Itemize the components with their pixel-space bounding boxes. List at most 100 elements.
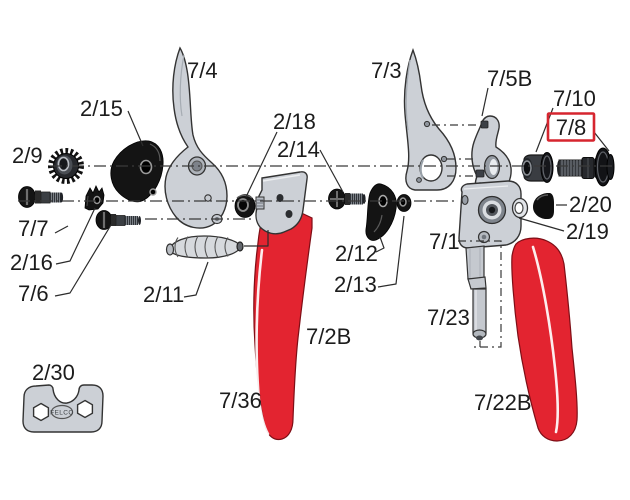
part-2-16-pawl [84,185,105,211]
part-label-2-20: 2/20 [569,192,612,217]
body-7-1-stud-bore [481,234,487,240]
pin-upper-cylinder [465,245,485,280]
bolt-2-14-tip [362,194,366,204]
part-2-18-nut [234,194,256,218]
bolt-2-14-thread-zone [350,193,363,205]
cam-2-12-body [365,183,397,241]
bolt-7-8-threads [561,160,581,176]
part-label-7-23: 7/23 [427,305,470,330]
leader-2-18 [245,131,278,198]
part-2-13-washer [396,194,412,212]
leader-2-12 [375,236,385,253]
handle-7-36-highlight [255,248,270,436]
cutting-blade-hole-shade [419,159,424,179]
part-7-36-handle [253,209,313,441]
part-7-4-counter-blade [164,46,228,229]
counter-blade-hole-upper [204,194,212,202]
part-label-2-15: 2/15 [80,96,123,121]
cutting-blade-body [403,48,457,191]
leader-7-5b [481,87,489,117]
handle-7-22b-highlight [531,245,560,434]
part-label-7-36: 7/36 [219,388,262,413]
pin-collar [467,276,487,290]
handle-head-boss-threads [257,199,263,207]
washer-2-13-bore [399,197,407,207]
part-label-7-10: 7/10 [553,86,596,111]
cutting-blade-hole-right [440,155,448,163]
pin-alignment-box [458,240,502,348]
part-2-30-wrench: FELCO [22,384,104,433]
spring-coils [174,235,229,259]
part-label-2-14: 2/14 [277,137,320,162]
pin-tip [476,335,483,341]
part-7-6-bolt [95,210,141,230]
part-7-3-cutting-blade [403,48,457,191]
cam-plate-small-hole [149,188,157,196]
part-label-2-19: 2/19 [566,219,609,244]
wrench-brand-oval [50,404,74,420]
leader-lines [54,87,610,298]
head-7-5b-slot-upper [480,120,489,129]
cutting-blade-hole-top [423,120,431,128]
wrench-hex-hole-left [32,402,50,422]
bushing-flange-rim [542,155,552,180]
leader-7-7 [54,225,69,234]
part-7-22b-handle [511,237,578,442]
leader-2-16 [55,207,96,265]
leader-2-11 [183,261,209,298]
spring-right-tip [236,241,244,252]
part-2-20-cap [533,193,554,219]
part-label-7-3: 7/3 [371,58,402,83]
cutting-blade-hole-bottom [416,177,422,183]
pawl-hole [93,195,101,205]
part-label-7-4: 7/4 [187,58,218,83]
part-7-36-handle-head [255,171,308,235]
leader-2-13 [377,215,405,288]
handle-head-hole-lower [285,210,293,218]
bushing-bore [522,160,532,176]
cam-plate-hole [139,159,153,175]
pin-cylinder-shade [469,247,481,278]
part-label-2-16: 2/16 [10,250,53,275]
body-7-1-top-shine [463,185,509,190]
part-2-11-spring [165,235,244,259]
bolt-2-14-slot [330,191,344,207]
part-label-7-7: 7/7 [18,216,49,241]
part-7-23-pin [465,245,487,341]
cap-2-20-highlight [536,194,549,201]
part-2-15-cam-plate [110,140,164,203]
part-2-12-cam [365,183,397,241]
part-2-19-washer [511,197,529,219]
leader-2-14 [319,149,344,193]
part-label-7-5b: 7/5B [487,66,532,91]
washer-2-19-bore [514,201,524,215]
handle-7-36-grip [253,209,313,441]
bolt-7-7-tip [59,192,64,203]
handle-head-body [255,171,308,235]
spring-left-tip [165,243,175,256]
wrench-brand-stamp: FELCO [50,410,74,417]
part-label-7-6: 7/6 [18,281,49,306]
leader-7-10 [535,107,554,153]
handle-head-hole-upper [276,194,284,202]
bolt-7-6-shank [115,215,126,226]
leader-2-19 [518,217,565,232]
head-7-5b-slot-lower [475,169,485,178]
body-7-1-bearing-bore [488,206,496,214]
bolt-7-6-tip [138,216,141,225]
leader-2-15 [127,110,144,147]
part-label-7-2b: 7/2B [306,324,351,349]
bolt-7-6-thread-zone [125,216,138,225]
wrench-hex-hole-right [76,399,94,419]
bolt-7-7-collar [35,190,41,204]
counter-blade-edge [179,54,185,117]
cam-plate-highlight [149,143,161,162]
part-7-7-bolt [18,186,64,208]
part-7-8-bolt [557,147,615,187]
bolt-7-6-threads [126,216,137,225]
cam-2-12-inner-curve [373,214,383,233]
bolt-2-14-threads [351,193,362,205]
bolt-7-7-threads [51,192,60,203]
